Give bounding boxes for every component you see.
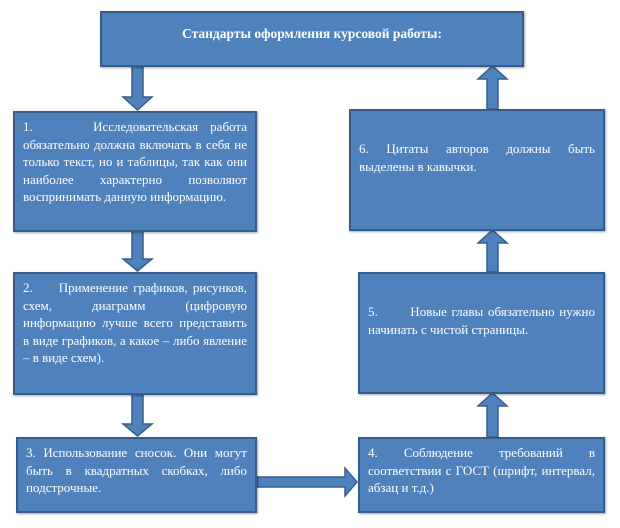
arrow-down-2-to-3 bbox=[120, 393, 155, 437]
arrow-right-3-to-4 bbox=[256, 465, 358, 499]
step-1-box: 1. Исследовательская работа обязательно … bbox=[13, 111, 257, 232]
step-1-text: 1. Исследовательская работа обязательно … bbox=[23, 119, 247, 204]
arrow-down-title-to-1 bbox=[121, 65, 154, 112]
step-2-text: 2. Применение графиков, рисунков, схем, … bbox=[23, 280, 247, 365]
step-5-text: 5. Новые главы обязательно нужно начинат… bbox=[368, 304, 595, 337]
step-5-box: 5. Новые главы обязательно нужно начинат… bbox=[358, 272, 605, 394]
arrow-up-4-to-5 bbox=[476, 391, 509, 438]
arrow-down-1-to-2 bbox=[120, 230, 155, 272]
step-2-box: 2. Применение графиков, рисунков, схем, … bbox=[13, 272, 257, 395]
step-4-box: 4. Соблюдение требований в соответствии … bbox=[358, 437, 605, 513]
step-6-text: 6. Цитаты авторов должны быть выделены в… bbox=[359, 141, 595, 174]
diagram-title: Стандарты оформления курсовой работы: bbox=[182, 26, 442, 41]
step-4-text: 4. Соблюдение требований в соответствии … bbox=[368, 445, 595, 495]
diagram-title-box: Стандарты оформления курсовой работы: bbox=[100, 11, 524, 67]
arrow-up-5-to-6 bbox=[476, 228, 509, 273]
step-3-text: 3. Использование сносок. Они могут быть … bbox=[26, 445, 247, 495]
arrow-up-6-to-title bbox=[476, 64, 509, 110]
step-3-box: 3. Использование сносок. Они могут быть … bbox=[16, 437, 257, 513]
step-6-box: 6. Цитаты авторов должны быть выделены в… bbox=[349, 109, 605, 231]
